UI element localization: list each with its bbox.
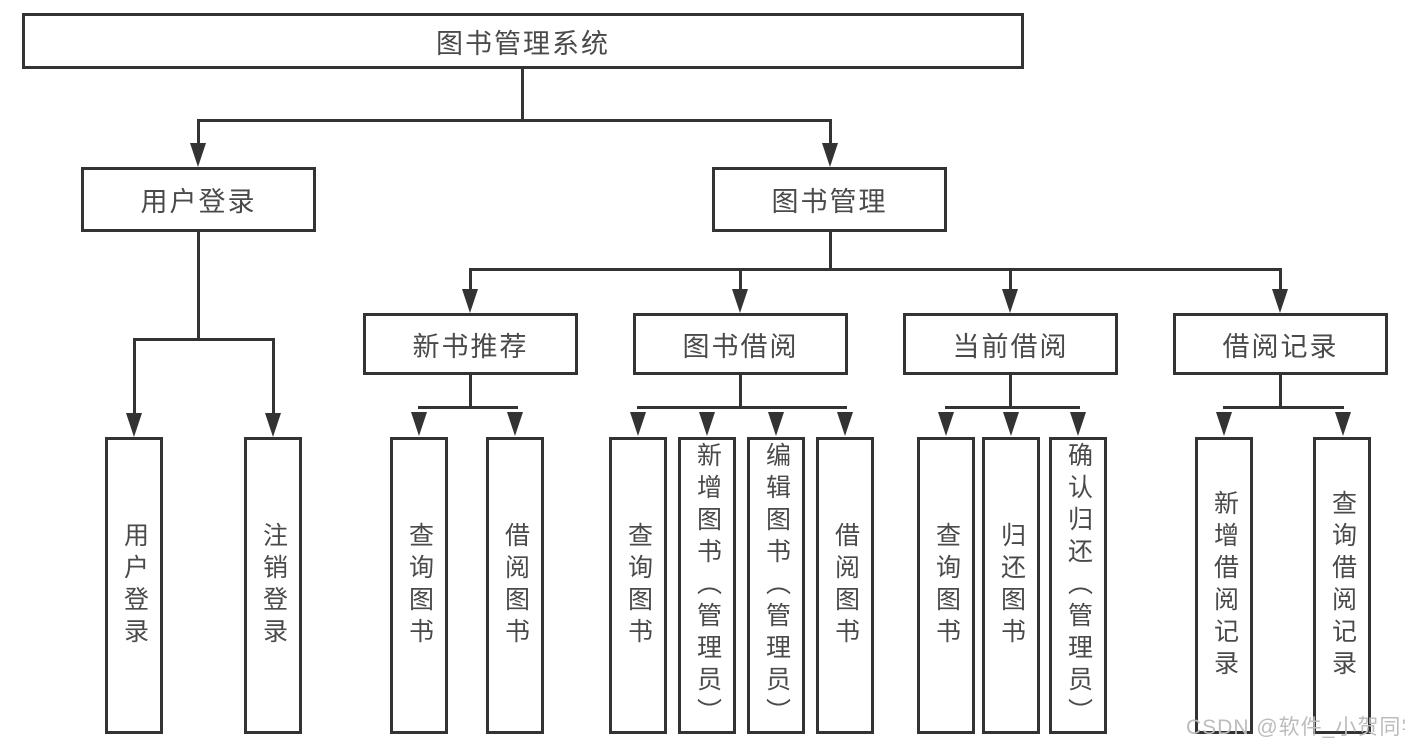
- connector-root-left-shaft: [197, 119, 200, 147]
- leaf-logout-label: 注销登录: [259, 521, 288, 650]
- leaf-user-login: 用户登录: [105, 437, 163, 734]
- arrow-to-leaf-query-record-icon: [1335, 412, 1351, 436]
- arrow-to-leaf-query-books-3-icon: [938, 412, 954, 436]
- node-book-borrow-label: 图书借阅: [682, 331, 799, 362]
- connector-root-hline: [197, 119, 832, 122]
- connector-borrow-hline: [637, 406, 847, 409]
- leaf-return-books-label: 归还图书: [997, 521, 1026, 650]
- connector-login-shaft-2: [272, 338, 275, 416]
- node-borrow-records-label: 借阅记录: [1222, 331, 1339, 362]
- leaf-query-borrow-record: 查询借阅记录: [1313, 437, 1371, 734]
- node-book-management: 图书管理: [712, 167, 947, 232]
- arrow-to-leaf-add-record-icon: [1216, 412, 1232, 436]
- connector-recommend-hline: [418, 406, 518, 409]
- arrow-to-new-book-recommend-icon: [462, 289, 478, 313]
- arrow-to-leaf-borrow-books-1-icon: [507, 412, 523, 436]
- connector-records-hline: [1223, 406, 1344, 409]
- connector-login-vline: [197, 232, 200, 340]
- connector-mgmt-vline: [829, 232, 832, 270]
- leaf-query-books-2: 查询图书: [609, 437, 667, 734]
- leaf-edit-books-admin: 编辑图书（管理员）: [747, 437, 805, 734]
- arrow-to-leaf-query-books-1-icon: [411, 412, 427, 436]
- leaf-confirm-return-label: 确认归还（管理员）: [1064, 441, 1093, 730]
- arrow-to-book-management-icon: [822, 143, 838, 167]
- connector-current-vline: [1009, 375, 1012, 408]
- connector-recommend-vline: [469, 375, 472, 408]
- arrow-to-leaf-edit-books-icon: [768, 412, 784, 436]
- leaf-query-books-1-label: 查询图书: [405, 521, 434, 650]
- connector-current-hline: [945, 406, 1080, 409]
- node-user-login-label: 用户登录: [140, 187, 257, 217]
- node-current-borrow-label: 当前借阅: [952, 331, 1069, 362]
- arrow-to-leaf-confirm-return-icon: [1070, 412, 1086, 436]
- node-user-login: 用户登录: [81, 167, 316, 232]
- node-current-borrow: 当前借阅: [903, 313, 1118, 375]
- arrow-to-leaf-borrow-books-2-icon: [837, 412, 853, 436]
- leaf-borrow-books-1-label: 借阅图书: [501, 521, 530, 650]
- csdn-watermark: CSDN @软件_小贺同学: [1186, 716, 1405, 739]
- leaf-query-borrow-record-label: 查询借阅记录: [1328, 489, 1357, 682]
- arrow-to-leaf-return-books-icon: [1003, 412, 1019, 436]
- node-book-management-label: 图书管理: [771, 187, 888, 217]
- connector-root-vline: [521, 69, 524, 120]
- leaf-logout: 注销登录: [244, 437, 302, 734]
- leaf-query-books-2-label: 查询图书: [624, 521, 653, 650]
- connector-login-hline: [133, 338, 275, 341]
- node-borrow-records: 借阅记录: [1173, 313, 1388, 375]
- leaf-user-login-label: 用户登录: [120, 521, 149, 650]
- leaf-query-books-1: 查询图书: [390, 437, 448, 734]
- leaf-query-books-3-label: 查询图书: [932, 521, 961, 650]
- node-root-label: 图书管理系统: [436, 28, 610, 59]
- leaf-borrow-books-2-label: 借阅图书: [831, 521, 860, 650]
- connector-root-right-shaft: [829, 119, 832, 147]
- arrow-to-user-login-icon: [190, 143, 206, 167]
- node-new-book-recommend: 新书推荐: [363, 313, 578, 375]
- connector-login-shaft-1: [133, 338, 136, 416]
- arrow-to-leaf-logout-icon: [265, 413, 281, 437]
- leaf-edit-books-admin-label: 编辑图书（管理员）: [762, 441, 791, 730]
- leaf-confirm-return: 确认归还（管理员）: [1049, 437, 1107, 734]
- arrow-to-book-borrow-icon: [732, 289, 748, 313]
- node-book-borrow: 图书借阅: [633, 313, 848, 375]
- arrow-to-leaf-add-books-icon: [699, 412, 715, 436]
- leaf-borrow-books-1: 借阅图书: [486, 437, 544, 734]
- leaf-add-books-admin: 新增图书（管理员）: [678, 437, 736, 734]
- connector-records-vline: [1279, 375, 1282, 408]
- connector-mgmt-hline: [469, 268, 1282, 271]
- arrow-to-current-borrow-icon: [1002, 289, 1018, 313]
- leaf-borrow-books-2: 借阅图书: [816, 437, 874, 734]
- connector-mgmt-shaft-4: [1279, 268, 1282, 292]
- connector-mgmt-shaft-2: [739, 268, 742, 292]
- leaf-return-books: 归还图书: [982, 437, 1040, 734]
- node-new-book-recommend-label: 新书推荐: [412, 331, 529, 362]
- leaf-add-borrow-record-label: 新增借阅记录: [1210, 489, 1239, 682]
- connector-borrow-vline: [739, 375, 742, 408]
- connector-mgmt-shaft-1: [469, 268, 472, 292]
- leaf-add-borrow-record: 新增借阅记录: [1195, 437, 1253, 734]
- arrow-to-leaf-user-login-icon: [126, 413, 142, 437]
- arrow-to-borrow-records-icon: [1272, 289, 1288, 313]
- arrow-to-leaf-query-books-2-icon: [630, 412, 646, 436]
- leaf-query-books-3: 查询图书: [917, 437, 975, 734]
- leaf-add-books-admin-label: 新增图书（管理员）: [693, 441, 722, 730]
- connector-mgmt-shaft-3: [1009, 268, 1012, 292]
- node-root: 图书管理系统: [22, 13, 1024, 69]
